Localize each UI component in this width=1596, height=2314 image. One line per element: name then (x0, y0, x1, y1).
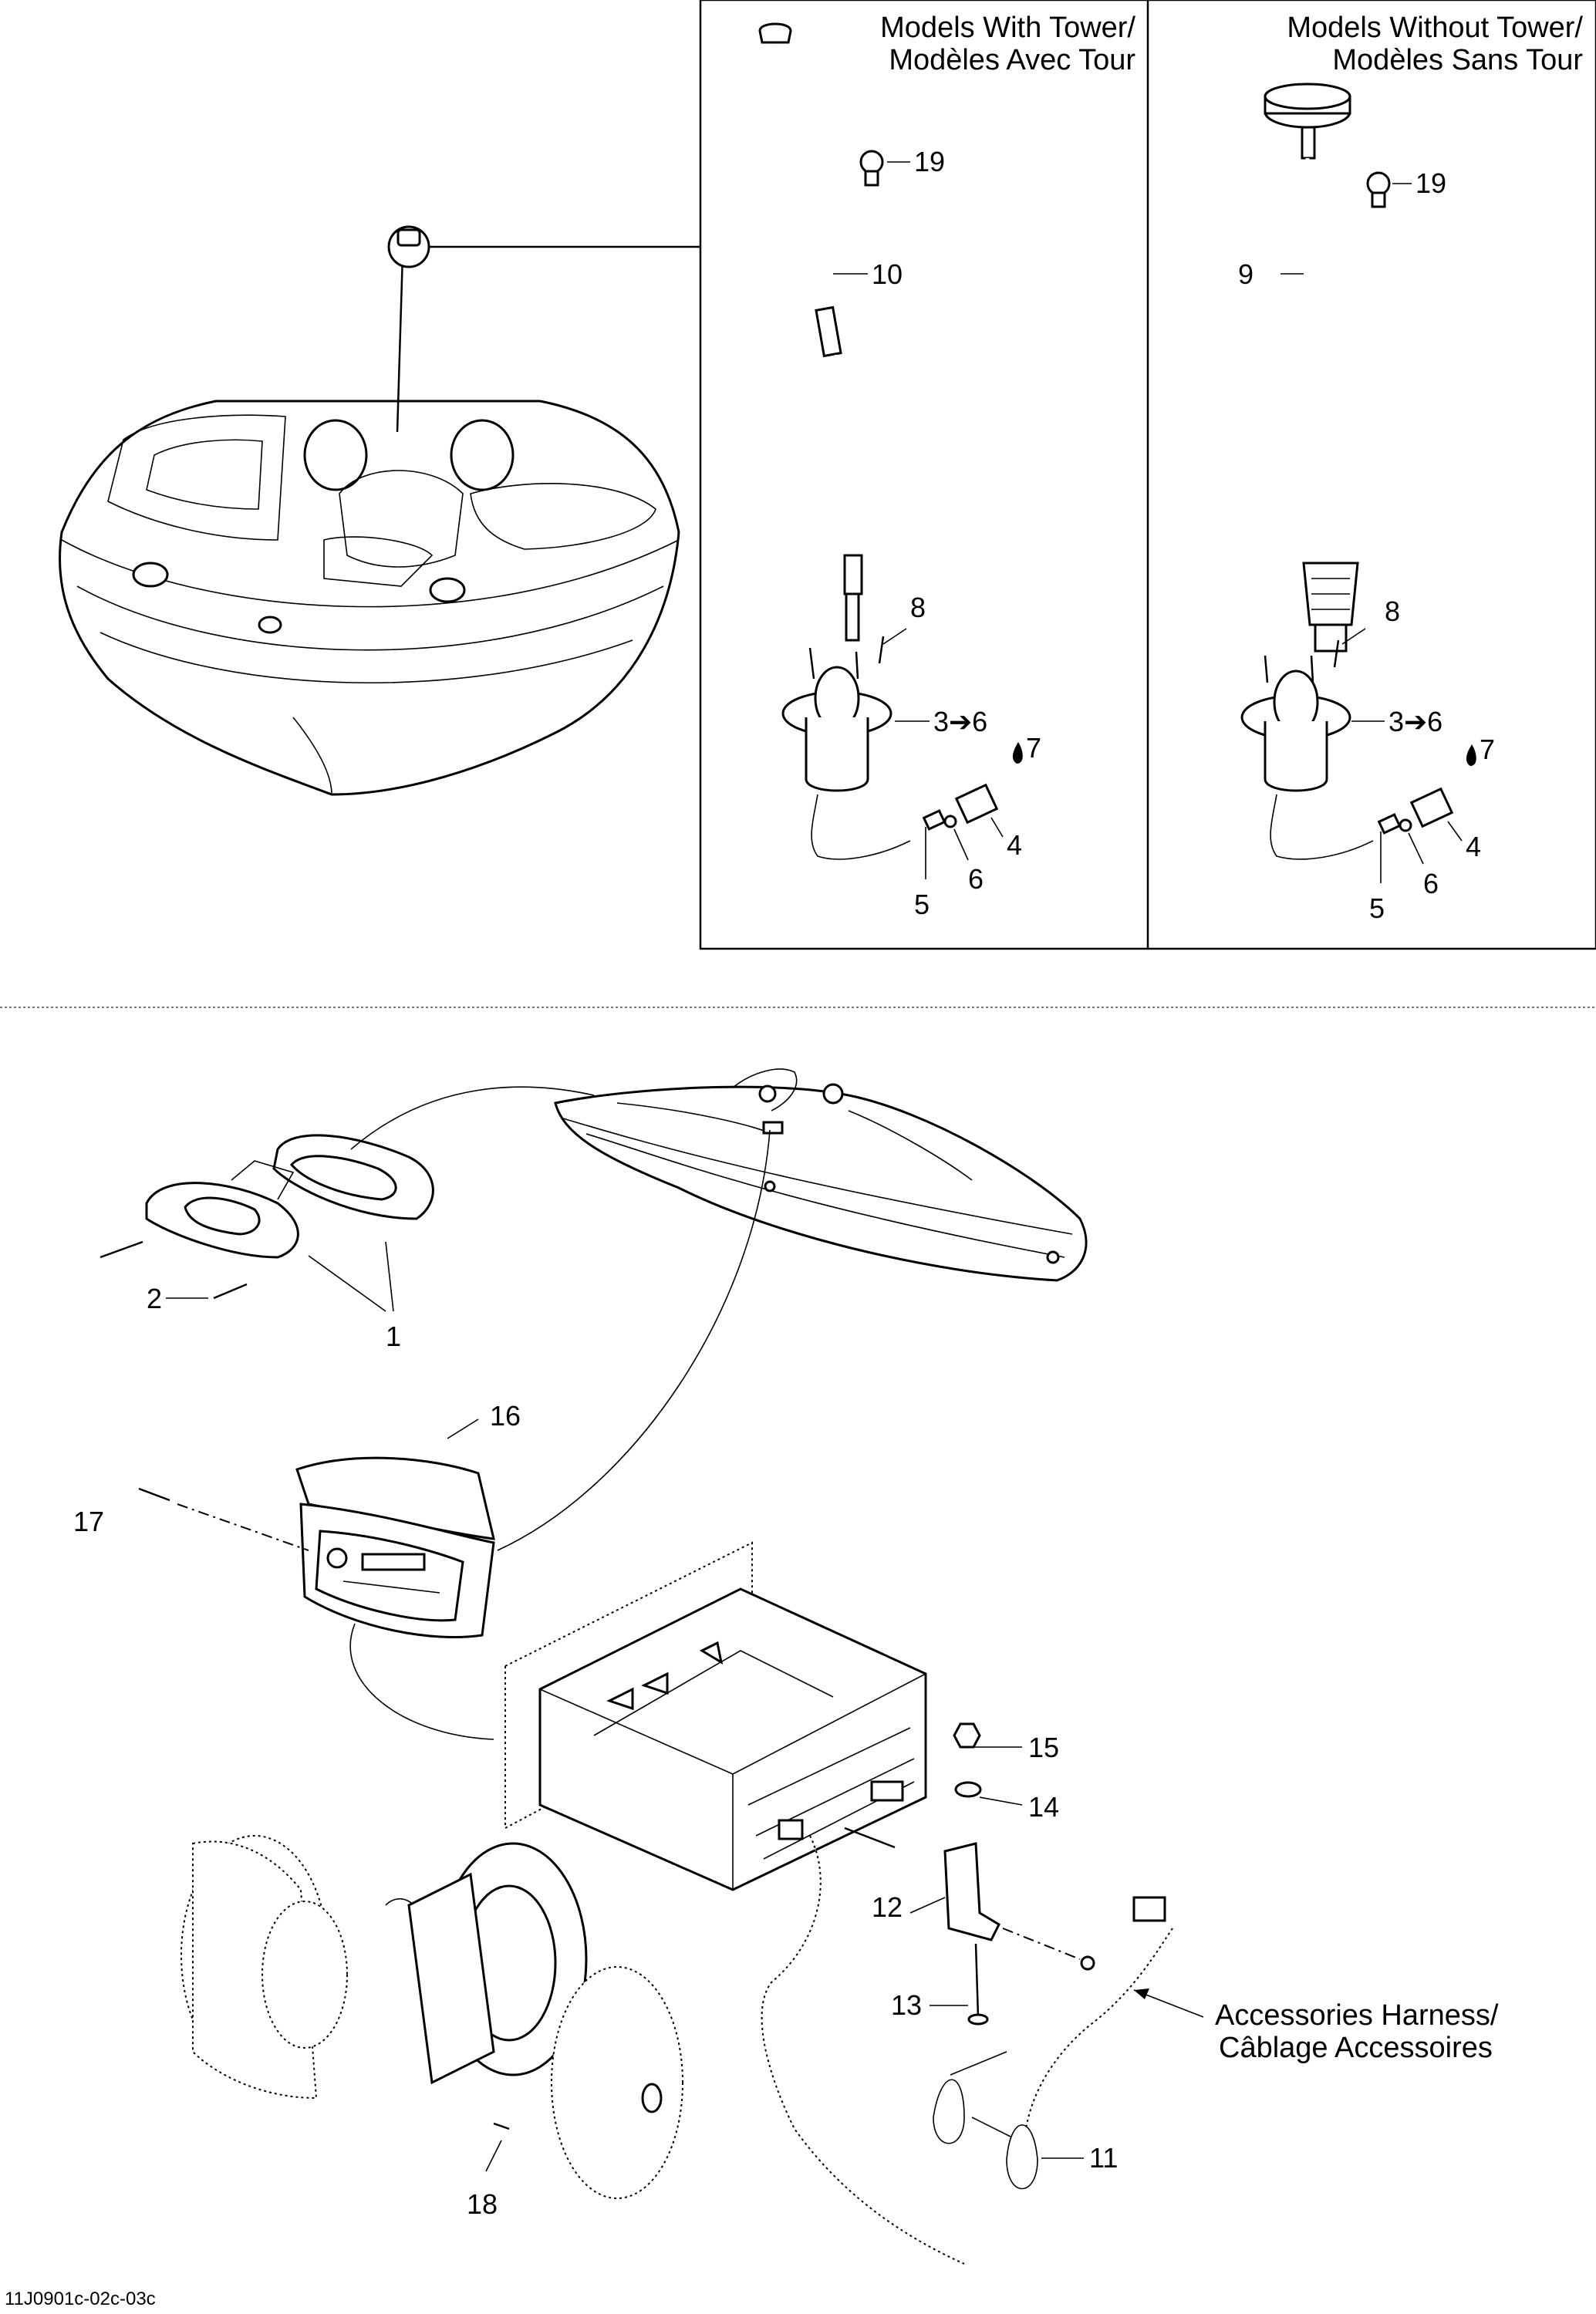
callout-14: 14 (1028, 1791, 1059, 1823)
arrow-arc-1 (350, 1086, 595, 1150)
callout-3-6-right: 3➔6 (1388, 706, 1442, 737)
arrow-arc-2 (497, 1129, 771, 1551)
callout-5-right: 5 (1369, 892, 1385, 924)
callout-1: 1 (386, 1321, 401, 1352)
callout-7-right: 7 (1480, 734, 1495, 765)
bottom-leaders (447, 1418, 1204, 2172)
without-tower-title-line2: Modèles Sans Tour (1332, 44, 1583, 76)
callout-16: 16 (490, 1400, 521, 1432)
callout-18: 18 (467, 2188, 498, 2220)
callout-15: 15 (1028, 1732, 1059, 1763)
accessories-harness (761, 1835, 1173, 2265)
with-tower-title-line1: Models With Tower/ (880, 12, 1135, 44)
arrow-arc-3 (349, 1623, 494, 1740)
mounting-bracket (844, 1722, 1095, 2026)
callout-2: 2 (147, 1283, 162, 1314)
callout-8-right: 8 (1385, 595, 1400, 627)
callout-19-right: 19 (1415, 167, 1446, 199)
light-panels-frame (699, 0, 1596, 950)
with-tower-assembly (758, 22, 1023, 860)
bulb-19-right (1366, 171, 1391, 208)
boat-top-view (59, 225, 700, 796)
speaker-bezel-assembly (100, 1134, 434, 1312)
head-unit (504, 1541, 927, 1891)
callout-4-right: 4 (1466, 831, 1481, 862)
screws-8-right (1264, 639, 1340, 683)
callout-labels: 19 10 8 3➔6 7 4 6 5 19 9 8 3➔6 7 4 6 5 2… (73, 146, 1495, 2220)
callout-12: 12 (872, 1891, 903, 1923)
callout-6-right: 6 (1423, 868, 1439, 899)
speaker-assembly (181, 1835, 683, 2199)
callout-4-left: 4 (1007, 829, 1022, 861)
harness-label: Accessories Harness/ Câblage Accessoires (1215, 1999, 1499, 2064)
stereo-cover (138, 1456, 495, 1639)
bulb-19-left (859, 150, 884, 187)
harness-label-line1: Accessories Harness/ (1215, 1999, 1499, 2032)
panel-titles: Models With Tower/ Modèles Avec Tour Mod… (880, 12, 1583, 76)
callout-10: 10 (872, 258, 903, 290)
drawing-code: 11J0901c-02c-03c (5, 2289, 156, 2309)
with-tower-title-line2: Modèles Avec Tour (889, 44, 1135, 76)
boat-side-view (554, 1068, 1088, 1282)
callout-7-left: 7 (1026, 732, 1041, 764)
callout-8-left: 8 (910, 592, 926, 623)
callout-17: 17 (73, 1506, 104, 1537)
callout-11: 11 (1089, 2142, 1118, 2174)
callout-6-left: 6 (968, 863, 984, 895)
without-tower-assembly (1240, 83, 1476, 860)
callout-19-left: 19 (914, 146, 945, 177)
callout-5-left: 5 (914, 889, 930, 920)
callout-9: 9 (1238, 258, 1254, 290)
panel-leaders (833, 161, 1463, 883)
harness-label-line2: Câblage Accessoires (1219, 2032, 1493, 2064)
callout-3-6-left: 3➔6 (933, 706, 987, 737)
screws-8-left (808, 636, 885, 680)
callout-13: 13 (891, 1989, 922, 2021)
without-tower-title-line1: Models Without Tower/ (1287, 12, 1583, 44)
